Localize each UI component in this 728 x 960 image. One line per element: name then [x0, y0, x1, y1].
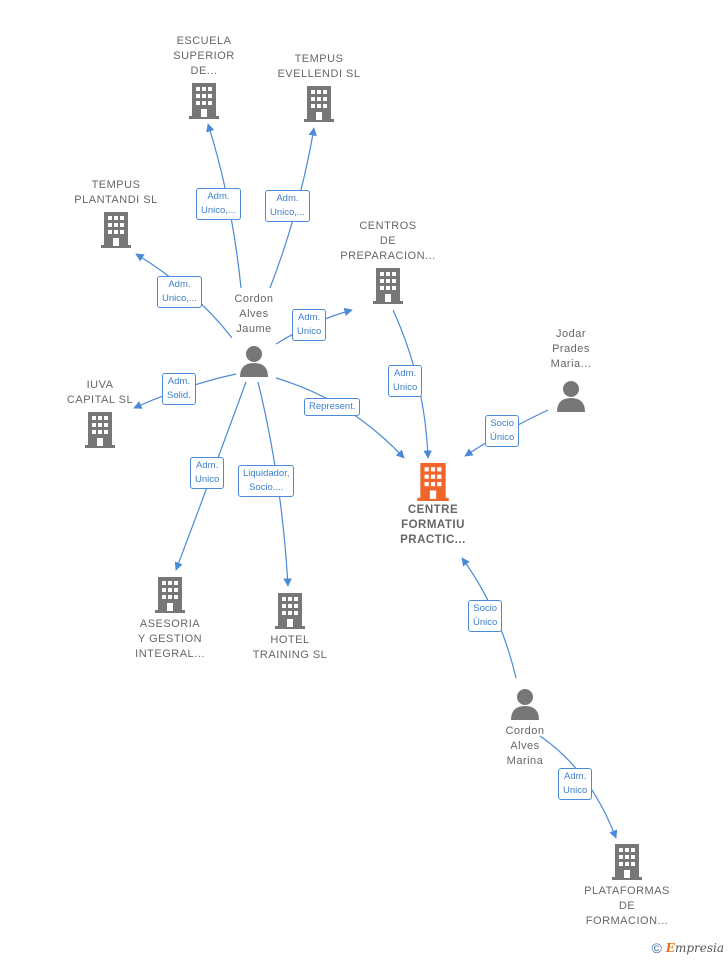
node-label: TEMPUS PLANTANDI SL: [74, 179, 158, 206]
node-escuela[interactable]: ESCUELA SUPERIOR DE...: [139, 34, 269, 119]
node-label: CENTROS DE PREPARACION...: [340, 220, 436, 262]
relation-label[interactable]: Liquidador, Socio....: [238, 465, 295, 497]
relation-label[interactable]: Adm. Unico: [292, 309, 327, 341]
node-label: IUVA CAPITAL SL: [66, 379, 134, 406]
relation-label[interactable]: Socio Único: [468, 600, 503, 632]
node-tempus-evellendi[interactable]: TEMPUS EVELLENDI SL: [254, 52, 384, 122]
building-icon: [612, 844, 642, 880]
node-label: PLATAFORMAS DE FORMACION...: [584, 885, 670, 927]
node-cordon-marina[interactable]: Cordon Alves Marina: [460, 688, 590, 769]
relation-label[interactable]: Adm. Unico,...: [157, 276, 202, 308]
building-icon: [189, 83, 219, 119]
relation-label[interactable]: Socio Único: [485, 415, 520, 447]
footer-brand: © Empresia: [651, 940, 724, 956]
building-icon: [85, 412, 115, 448]
building-icon: [373, 268, 403, 304]
node-hotel[interactable]: HOTEL TRAINING SL: [225, 593, 355, 663]
person-icon: [556, 380, 586, 412]
building-icon: [101, 212, 131, 248]
relation-label[interactable]: Adm. Unico,...: [196, 188, 241, 220]
relation-label[interactable]: Adm. Unico,...: [265, 190, 310, 222]
copyright-icon: ©: [651, 940, 662, 956]
node-asesoria[interactable]: ASESORIA Y GESTION INTEGRAL...: [105, 577, 235, 662]
node-centre-formatiu[interactable]: CENTRE FORMATIU PRACTIC...: [368, 463, 498, 548]
node-label: Jodar Prades Maria...: [550, 328, 592, 370]
node-label: Cordon Alves Marina: [505, 725, 545, 767]
relation-label[interactable]: Represent.: [304, 398, 361, 416]
node-label: TEMPUS EVELLENDI SL: [277, 53, 361, 80]
node-label: ESCUELA SUPERIOR DE...: [173, 35, 235, 77]
node-centros[interactable]: CENTROS DE PREPARACION...: [323, 219, 453, 304]
node-label: Cordon Alves Jaume: [234, 293, 274, 335]
node-tempus-plantandi[interactable]: TEMPUS PLANTANDI SL: [51, 178, 181, 248]
node-label: CENTRE FORMATIU PRACTIC...: [400, 504, 466, 546]
node-label: ASESORIA Y GESTION INTEGRAL...: [135, 618, 205, 660]
node-cordon-jaume[interactable]: Cordon Alves Jaume: [189, 292, 319, 377]
building-icon: [417, 463, 449, 501]
building-icon: [304, 86, 334, 122]
relation-label[interactable]: Adm. Unico: [558, 768, 593, 800]
brand-rest: mpresia: [674, 941, 724, 955]
relation-label[interactable]: Adm. Solid.: [162, 373, 196, 405]
relation-label[interactable]: Adm. Unico: [190, 457, 225, 489]
node-jodar[interactable]: Jodar Prades Maria...: [506, 327, 636, 412]
brand-logo: Empresia: [666, 941, 724, 955]
brand-initial: E: [665, 941, 675, 955]
node-iuva[interactable]: IUVA CAPITAL SL: [35, 378, 165, 448]
building-icon: [155, 577, 185, 613]
node-label: HOTEL TRAINING SL: [252, 634, 328, 661]
relation-label[interactable]: Adm. Unico: [388, 365, 423, 397]
person-icon: [510, 688, 540, 720]
node-plataformas[interactable]: PLATAFORMAS DE FORMACION...: [562, 844, 692, 929]
edge-jaume-centre: [275, 377, 405, 459]
building-icon: [275, 593, 305, 629]
person-icon: [239, 345, 269, 377]
